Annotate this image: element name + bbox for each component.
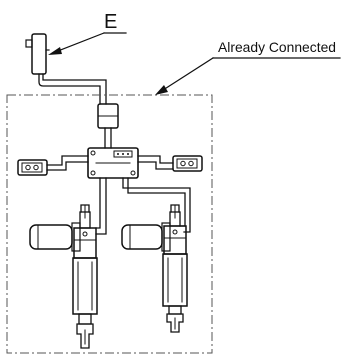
callout-connected: Already Connected bbox=[155, 39, 341, 95]
callout-e-arrowhead bbox=[48, 47, 62, 55]
hand-switch-icon bbox=[172, 155, 203, 172]
linear-actuator-icon bbox=[29, 204, 98, 349]
callout-e-label: E bbox=[104, 11, 117, 33]
hand-switch-icon bbox=[17, 159, 48, 176]
control-box-icon bbox=[87, 147, 139, 179]
assembly-frame bbox=[6, 94, 213, 354]
power-adapter-icon bbox=[25, 33, 50, 75]
callout-connected-arrowhead bbox=[155, 85, 168, 95]
hand-switch-right bbox=[137, 155, 203, 172]
power-module bbox=[97, 103, 119, 149]
linear-actuator-icon bbox=[121, 204, 188, 333]
callout-connected-label: Already Connected bbox=[218, 39, 336, 55]
callout-e: E bbox=[48, 11, 127, 55]
adapter-cable bbox=[38, 73, 107, 105]
hand-switch-left bbox=[17, 155, 89, 176]
